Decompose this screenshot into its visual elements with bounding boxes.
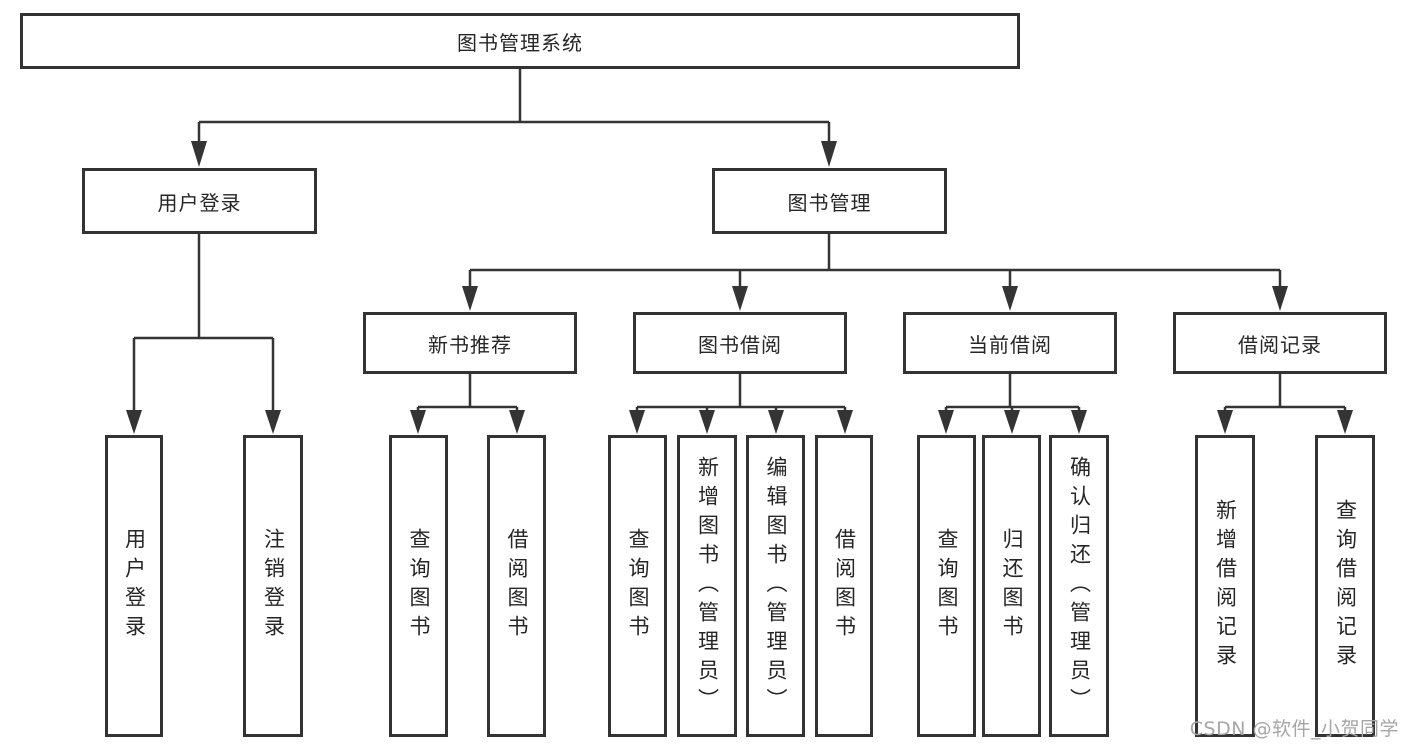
arrowheads-level3: [462, 286, 1288, 311]
connector-book-mgmt-to-level3: [468, 234, 1282, 286]
arrowheads-level2: [191, 141, 837, 167]
node-book-borrowing: 图书借阅: [633, 312, 847, 374]
leaf-query-borrow-record: 查询借阅记录: [1315, 435, 1375, 737]
node-label: 查询图书: [626, 528, 650, 644]
node-book-management-branch: 图书管理: [712, 168, 947, 234]
arrowheads-records-group: [1217, 410, 1353, 434]
leaf-edit-books-admin: 编辑图书（管理员）: [746, 435, 805, 737]
node-library-management-system: 图书管理系统: [20, 13, 1020, 69]
arrowheads-user-login-group: [126, 410, 281, 434]
node-label: 新增图书（管理员）: [695, 455, 720, 717]
leaf-add-borrow-record: 新增借阅记录: [1195, 435, 1255, 737]
node-label: 注销登录: [261, 528, 286, 644]
node-label: 查询借阅记录: [1333, 499, 1358, 673]
node-label: 借阅记录: [1238, 332, 1322, 357]
connector-new-books-group: [416, 374, 519, 411]
node-label: 编辑图书（管理员）: [764, 455, 788, 717]
node-label: 用户登录: [157, 190, 242, 215]
node-label: 新增借阅记录: [1213, 499, 1238, 673]
arrowheads-borrow-group: [629, 410, 853, 434]
node-user-login-branch: 用户登录: [82, 168, 317, 234]
arrowheads-current-borrow-group: [938, 410, 1087, 434]
node-label: 图书管理: [787, 190, 872, 215]
connector-borrow-group: [635, 374, 847, 411]
leaf-borrow-books: 借阅图书: [815, 435, 873, 737]
leaf-add-books-admin: 新增图书（管理员）: [677, 435, 737, 737]
leaf-query-books-recommend: 查询图书: [389, 435, 448, 737]
leaf-query-books-borrow: 查询图书: [608, 435, 667, 737]
connector-current-borrow-group: [944, 374, 1081, 411]
node-label: 查询图书: [935, 528, 959, 644]
leaf-user-login: 用户登录: [105, 435, 163, 737]
leaf-confirm-return-admin: 确认归还（管理员）: [1049, 435, 1109, 737]
node-label: 归还图书: [1000, 528, 1024, 644]
node-label: 查询图书: [407, 528, 431, 644]
arrowheads-new-books-group: [410, 410, 525, 434]
csdn-watermark: CSDN @软件_小贺同学: [1189, 718, 1399, 740]
node-new-book-recommend: 新书推荐: [363, 312, 577, 374]
node-label: 确认归还（管理员）: [1067, 455, 1092, 717]
leaf-logout: 注销登录: [243, 435, 303, 737]
connector-records-group: [1223, 374, 1347, 411]
node-current-borrowing: 当前借阅: [903, 312, 1117, 374]
connector-root-to-level2: [197, 69, 831, 141]
node-label: 当前借阅: [968, 332, 1052, 357]
node-label: 用户登录: [122, 528, 147, 644]
node-label: 借阅图书: [832, 528, 857, 644]
node-label: 借阅图书: [505, 528, 529, 644]
leaf-borrow-books-recommend: 借阅图书: [487, 435, 546, 737]
node-label: 图书管理系统: [457, 30, 583, 55]
leaf-query-books-current: 查询图书: [917, 435, 976, 737]
connector-user-login-group: [132, 234, 275, 410]
leaf-return-books: 归还图书: [982, 435, 1041, 737]
node-label: 新书推荐: [428, 332, 512, 357]
node-borrowing-records: 借阅记录: [1173, 312, 1387, 374]
node-label: 图书借阅: [698, 332, 782, 357]
